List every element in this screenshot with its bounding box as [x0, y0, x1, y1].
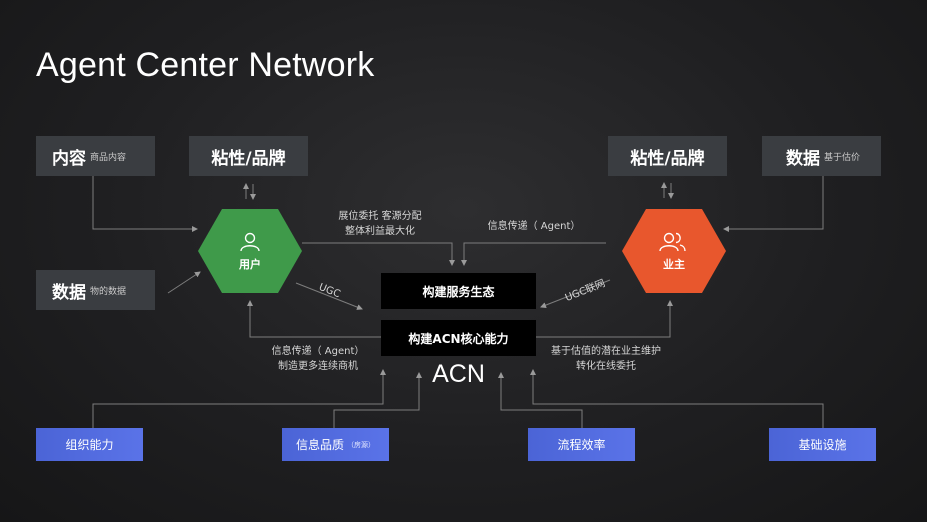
sticky-brand-label-left: 粘性/品牌 — [211, 148, 286, 169]
note-booth-delegation: 展位委托 客源分配 — [338, 211, 422, 222]
arrow-infra-acn — [530, 369, 824, 428]
sticky-brand-label-right: 粘性/品牌 — [630, 148, 705, 169]
object-data-label: 数据 — [52, 282, 86, 303]
arrow-ugc — [295, 282, 363, 310]
user-icon — [240, 232, 260, 252]
content-box-label: 内容 — [52, 148, 86, 169]
service-ecology-box: 构建服务生态 — [381, 273, 536, 309]
process-efficiency-box: 流程效率 — [528, 428, 635, 461]
org-capability-label: 组织能力 — [65, 438, 114, 452]
arrow-content-user — [92, 176, 198, 232]
info-quality-sub: （房源） — [347, 440, 375, 449]
arrow-owner-ecology — [461, 242, 606, 266]
owner-node-label: 业主 — [663, 258, 685, 271]
infrastructure-label: 基础设施 — [798, 438, 847, 452]
note-info-transfer-bottom: 信息传递（ Agent） — [271, 346, 365, 357]
info-quality-label: 信息品质 — [295, 438, 344, 452]
process-efficiency-label: 流程效率 — [557, 438, 606, 452]
arrow-info-acn — [333, 372, 422, 428]
infrastructure-box: 基础设施 — [769, 428, 876, 461]
arrow-ugc-net — [540, 279, 611, 308]
service-ecology-label: 构建服务生态 — [422, 284, 495, 299]
sticky-brand-box-right: 粘性/品牌 — [608, 136, 727, 176]
object-data-sub: 物的数据 — [90, 286, 127, 297]
note-owner-maintenance: 基于估值的潜在业主维护 — [551, 346, 661, 357]
valuation-data-label: 数据 — [786, 148, 820, 169]
users-icon — [659, 232, 686, 252]
acn-label: ACN — [432, 360, 485, 388]
arrow-flow-acn — [498, 372, 583, 428]
note-more-opportunities: 制造更多连续商机 — [278, 361, 358, 372]
valuation-data-sub: 基于估价 — [824, 152, 861, 163]
valuation-data-box: 数据 基于估价 — [762, 136, 881, 176]
arrow-core-owner — [536, 300, 673, 338]
arrow-user-ecology — [302, 242, 455, 266]
arrow-data-owner — [723, 176, 824, 232]
user-node-label: 用户 — [239, 258, 261, 271]
arrow-core-user — [247, 300, 381, 338]
owner-hexagon — [622, 209, 726, 293]
arrow-data-user — [167, 271, 201, 294]
note-info-transfer-top: 信息传递（ Agent） — [487, 221, 581, 232]
arrow-org-acn — [92, 369, 386, 428]
org-capability-box: 组织能力 — [36, 428, 143, 461]
info-quality-box: 信息品质 （房源） — [282, 428, 389, 461]
content-box: 内容 商品内容 — [36, 136, 155, 176]
acn-core-capability-label: 构建ACN核心能力 — [408, 331, 509, 346]
page-title: Agent Center Network — [36, 46, 375, 84]
note-online-delegation: 转化在线委托 — [576, 361, 636, 372]
note-overall-benefit: 整体利益最大化 — [345, 226, 415, 237]
object-data-box: 数据 物的数据 — [36, 270, 155, 310]
content-box-sub: 商品内容 — [90, 152, 127, 163]
sticky-brand-box-left: 粘性/品牌 — [189, 136, 308, 176]
acn-core-capability-box: 构建ACN核心能力 — [381, 320, 536, 356]
user-hexagon — [198, 209, 302, 293]
